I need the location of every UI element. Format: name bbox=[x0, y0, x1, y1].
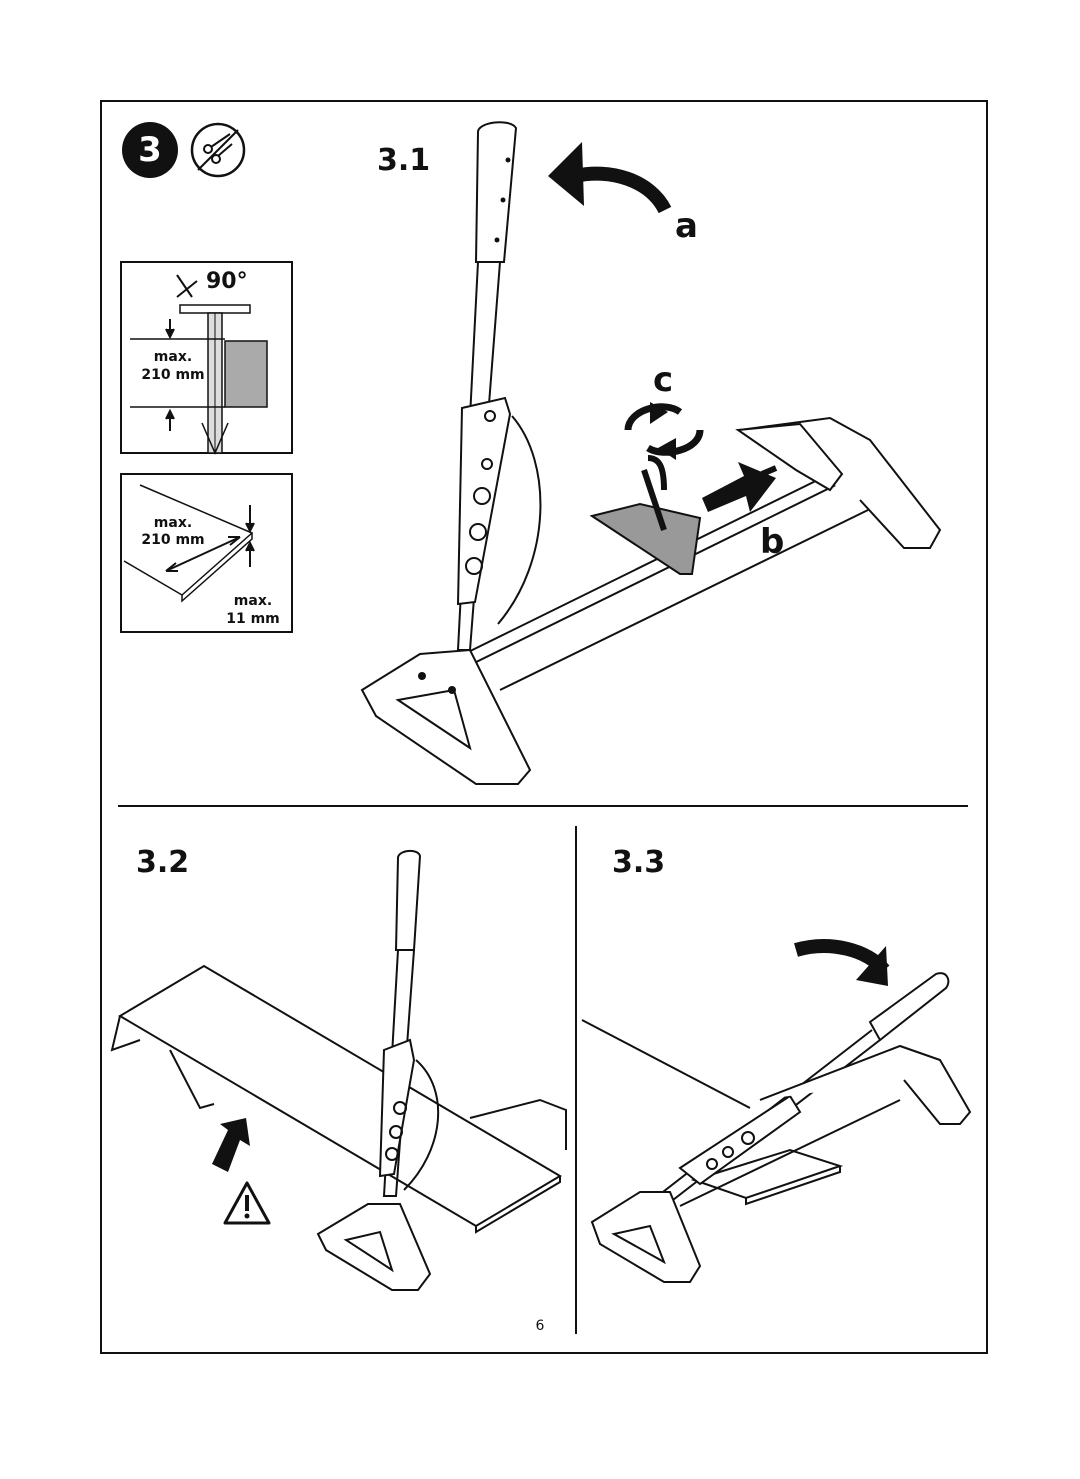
vertical-divider bbox=[575, 826, 577, 1334]
max-thickness-line1: max. bbox=[233, 593, 273, 609]
angle-label: 90° bbox=[206, 269, 248, 294]
max-width-line1: max. bbox=[153, 515, 193, 531]
max-height-line2: 210 mm bbox=[141, 367, 205, 383]
inset-max-height: 90° max. 210 mm bbox=[120, 261, 293, 455]
max-width-line2: 210 mm bbox=[141, 532, 205, 548]
board-dimensions-diagram bbox=[123, 484, 255, 603]
section-3-2-label: 3.2 bbox=[136, 845, 190, 880]
instruction-frame bbox=[100, 100, 988, 1354]
horizontal-divider bbox=[118, 805, 968, 807]
max-height-line1: max. bbox=[153, 349, 193, 365]
scissors-icon bbox=[190, 122, 246, 178]
warning-triangle-icon bbox=[222, 1180, 272, 1226]
inset-board-size: max. 210 mm max. 11 mm bbox=[120, 473, 293, 633]
section-3-3-label: 3.3 bbox=[612, 845, 666, 880]
max-thickness-line2: 11 mm bbox=[226, 611, 280, 627]
page-number: 6 bbox=[535, 1318, 545, 1334]
step-badge: 3 bbox=[122, 122, 178, 178]
blade-height-diagram bbox=[130, 274, 268, 455]
label-c: c bbox=[653, 360, 674, 400]
section-3-1-label: 3.1 bbox=[377, 143, 431, 178]
label-a: a bbox=[675, 206, 698, 246]
label-b: b bbox=[760, 522, 785, 562]
